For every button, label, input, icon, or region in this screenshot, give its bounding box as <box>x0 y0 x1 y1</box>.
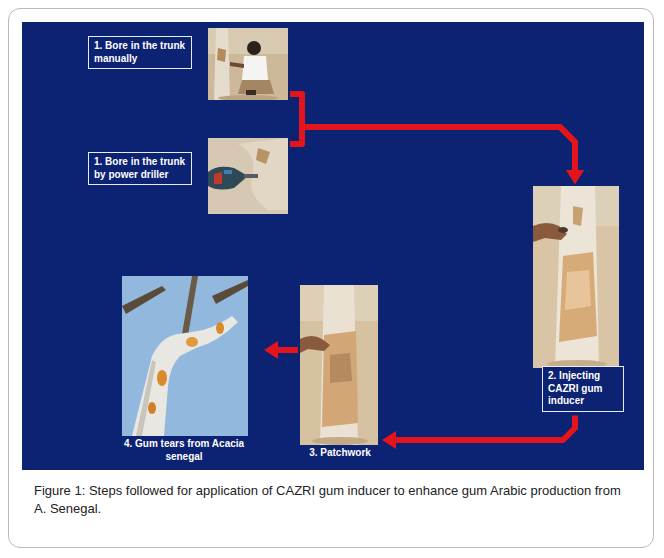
step-node: 2. Injecting CAZRI gum inducer <box>530 184 626 416</box>
figure-caption: Figure 1: Steps followed for application… <box>34 482 634 517</box>
photo-patchwork <box>300 285 378 445</box>
arrow-shaft <box>290 94 575 170</box>
arrow-head <box>264 341 278 359</box>
arrow-head <box>566 170 584 184</box>
step-node: 3. Patchwork <box>298 283 382 465</box>
arrow-shaft <box>278 347 298 353</box>
step-label-box: 2. Injecting CAZRI gum inducer <box>542 366 624 412</box>
step-label-box: 1. Bore in the trunk by power driller <box>88 152 192 185</box>
arrow-head <box>566 170 584 184</box>
photo-power-drill <box>208 138 288 214</box>
step-node: 1. Bore in the trunk by power driller <box>86 136 290 216</box>
step-node: 4. Gum tears from Acacia senegal <box>104 274 264 468</box>
step-label: 3. Patchwork <box>298 446 382 461</box>
arrow-shaft <box>396 416 575 441</box>
flow-arrow <box>264 341 298 359</box>
photo-injecting <box>533 186 619 368</box>
photo-gum-tears <box>122 276 248 436</box>
flow-arrow <box>290 94 584 184</box>
arrow-shaft <box>290 127 575 170</box>
arrow-head <box>382 431 396 449</box>
step-node: 1. Bore in the trunk manually <box>86 26 290 102</box>
step-label: 4. Gum tears from Acacia senegal <box>104 437 264 464</box>
flow-arrow <box>290 127 584 184</box>
step-label-box: 1. Bore in the trunk manually <box>88 36 192 69</box>
flow-arrow <box>382 416 575 450</box>
photo-manual-boring <box>208 28 288 101</box>
